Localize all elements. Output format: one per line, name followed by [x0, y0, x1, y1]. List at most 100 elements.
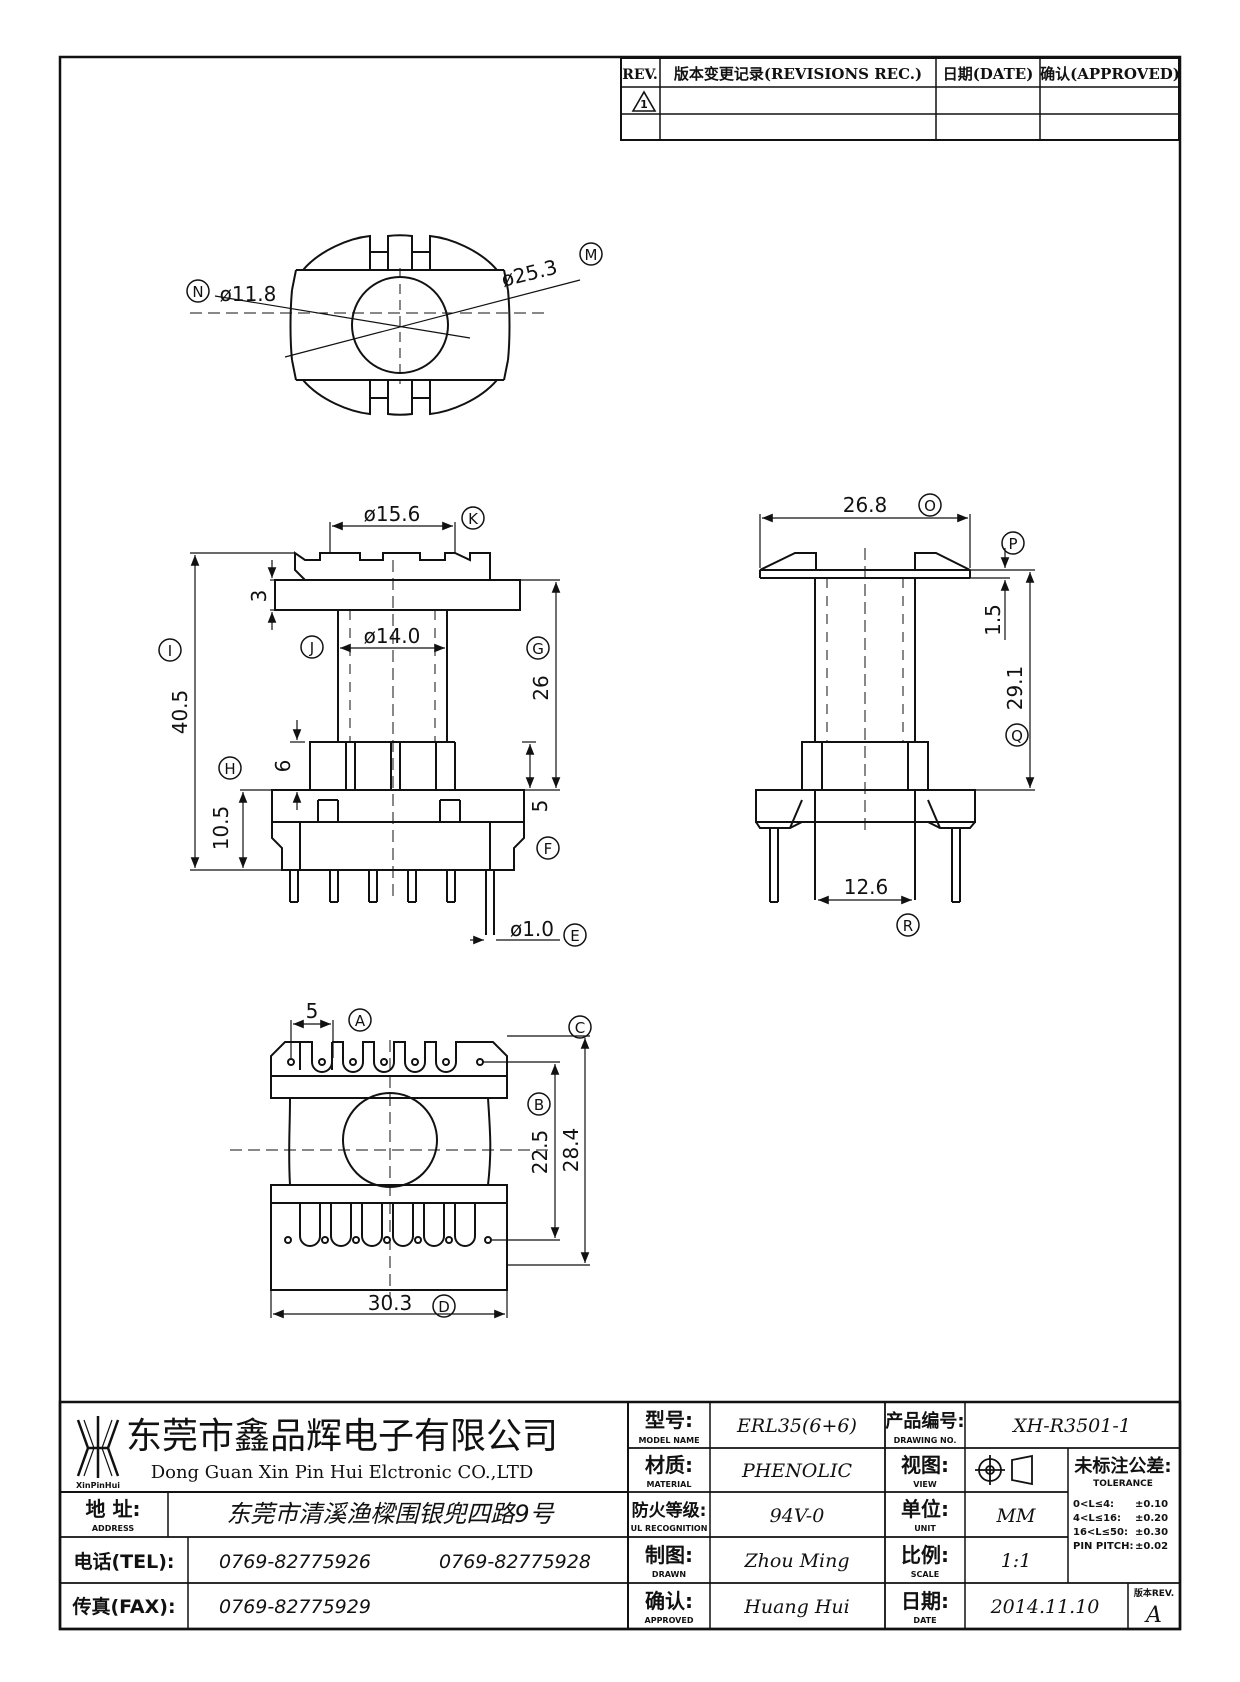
f-balloon: [536, 836, 560, 860]
j-balloon: [300, 635, 324, 659]
bottom-view: [230, 1040, 550, 1300]
j-dimension: ø14.0: [364, 624, 421, 648]
approved-label: 确认:: [645, 1589, 693, 1613]
fax-value: 0769-82775929: [219, 1596, 371, 1618]
p-balloon: [1001, 531, 1025, 555]
flange-dimension: 3: [247, 590, 271, 603]
tolerance-sub: TOLERANCE: [1093, 1479, 1153, 1489]
q-balloon: [1005, 723, 1029, 747]
unit-label: 单位:: [901, 1497, 949, 1521]
top-view: [190, 234, 581, 416]
date-sub: DATE: [913, 1616, 936, 1625]
b-balloon: [527, 1092, 551, 1116]
n-balloon: [186, 279, 210, 303]
h-label: H: [224, 760, 235, 778]
p-label: P: [1008, 535, 1017, 553]
address-sub: ADDRESS: [92, 1524, 135, 1533]
drawn-value: Zhou Ming: [743, 1550, 849, 1572]
d-label: D: [438, 1298, 450, 1316]
c-dimension: 28.4: [559, 1128, 583, 1173]
i-dimension: 40.5: [168, 690, 192, 735]
revision-table: [620, 57, 1180, 141]
title-block: [58, 1400, 1182, 1631]
d-dimension: 30.3: [368, 1291, 413, 1315]
fax-label: 传真(FAX):: [71, 1595, 175, 1618]
a-dimension: 5: [306, 999, 319, 1023]
c-balloon: [568, 1015, 592, 1039]
o-balloon: [918, 493, 942, 517]
tolerance-value-4: ±0.02: [1135, 1541, 1168, 1552]
date-value: 2014.11.10: [990, 1596, 1100, 1618]
i-balloon: [158, 638, 182, 662]
f-dimension: 5: [528, 800, 552, 813]
model-value: ERL35(6+6): [736, 1415, 857, 1437]
h-balloon: [218, 756, 242, 780]
revision-triangle-icon: [631, 90, 657, 112]
tolerance-value-3: ±0.30: [1135, 1527, 1168, 1538]
g-dimension: 26: [529, 675, 553, 700]
o-label: O: [924, 497, 936, 515]
f-label: F: [544, 840, 553, 858]
approved-value: Huang Hui: [743, 1596, 849, 1618]
o-dimension: 26.8: [843, 493, 888, 517]
approved-header: 确认(APPROVED): [1040, 65, 1180, 83]
fire-sub: UL RECOGNITION: [631, 1524, 708, 1533]
e-balloon: [563, 923, 587, 947]
view-sub: VIEW: [913, 1480, 937, 1489]
j-label: J: [309, 639, 314, 657]
tel-value-2: 0769-82775928: [439, 1551, 591, 1573]
h-dimension: 10.5: [209, 806, 233, 851]
unit-value: MM: [996, 1505, 1036, 1527]
unit-sub: UNIT: [914, 1524, 936, 1533]
n-dimension: ø11.8: [220, 282, 277, 306]
view-label: 视图:: [901, 1453, 949, 1477]
tolerance-value-1: ±0.10: [1135, 1499, 1168, 1510]
drawn-label: 制图:: [645, 1543, 693, 1567]
tolerance-range-1: 0<L≤4:: [1073, 1499, 1114, 1510]
address-value: 东莞市清溪渔樑围银兜四路9号: [226, 1500, 555, 1528]
rev-label: 版本REV.: [1133, 1587, 1174, 1599]
d-balloon: [432, 1294, 456, 1318]
q-label: Q: [1011, 727, 1023, 745]
b-label: B: [534, 1096, 544, 1114]
n-label: N: [192, 283, 203, 301]
material-label: 材质:: [645, 1453, 693, 1477]
e-dimension: ø1.0: [510, 917, 554, 941]
rev-symbol: 1: [640, 98, 648, 111]
date-header: 日期(DATE): [943, 65, 1034, 83]
model-sub: MODEL NAME: [638, 1436, 699, 1445]
address-label: 地 址:: [86, 1497, 141, 1521]
front-view: [271, 551, 525, 935]
fire-label: 防火等级:: [632, 1500, 707, 1521]
m-balloon: [579, 242, 603, 266]
m-dimension: ø25.3: [499, 255, 560, 292]
i-label: I: [168, 642, 172, 660]
date-label: 日期:: [901, 1589, 949, 1613]
drawing-no-sub: DRAWING NO.: [894, 1436, 957, 1445]
g-label: G: [532, 640, 544, 658]
tolerance-value-2: ±0.20: [1135, 1513, 1168, 1524]
tolerance-range-2: 4<L≤16:: [1073, 1513, 1121, 1524]
scale-label: 比例:: [901, 1543, 949, 1567]
record-header: 版本变更记录(REVISIONS REC.): [674, 65, 922, 83]
scale-sub: SCALE: [911, 1570, 939, 1579]
drawn-sub: DRAWN: [652, 1570, 686, 1579]
g-balloon: [526, 636, 550, 660]
approved-sub: APPROVED: [645, 1616, 694, 1625]
r-dimension: 12.6: [844, 875, 889, 899]
rev-header: REV.: [622, 67, 658, 83]
tel-value-1: 0769-82775926: [219, 1551, 371, 1573]
k-label: K: [468, 510, 479, 528]
drawing-no-value: XH-R3501-1: [1011, 1415, 1131, 1437]
e-label: E: [570, 927, 579, 945]
fire-value: 94V-0: [770, 1505, 825, 1527]
tolerance-range-3: 16<L≤50:: [1073, 1527, 1128, 1538]
logo-text: XinPinHui: [76, 1481, 120, 1490]
company-logo: [76, 1416, 120, 1478]
model-label: 型号:: [645, 1408, 693, 1432]
k-dimension: ø15.6: [364, 502, 421, 526]
material-value: PHENOLIC: [741, 1460, 853, 1482]
tel-label: 电话(TEL):: [73, 1550, 174, 1573]
p-dimension: 1.5: [981, 604, 1005, 636]
a-label: A: [355, 1012, 366, 1030]
